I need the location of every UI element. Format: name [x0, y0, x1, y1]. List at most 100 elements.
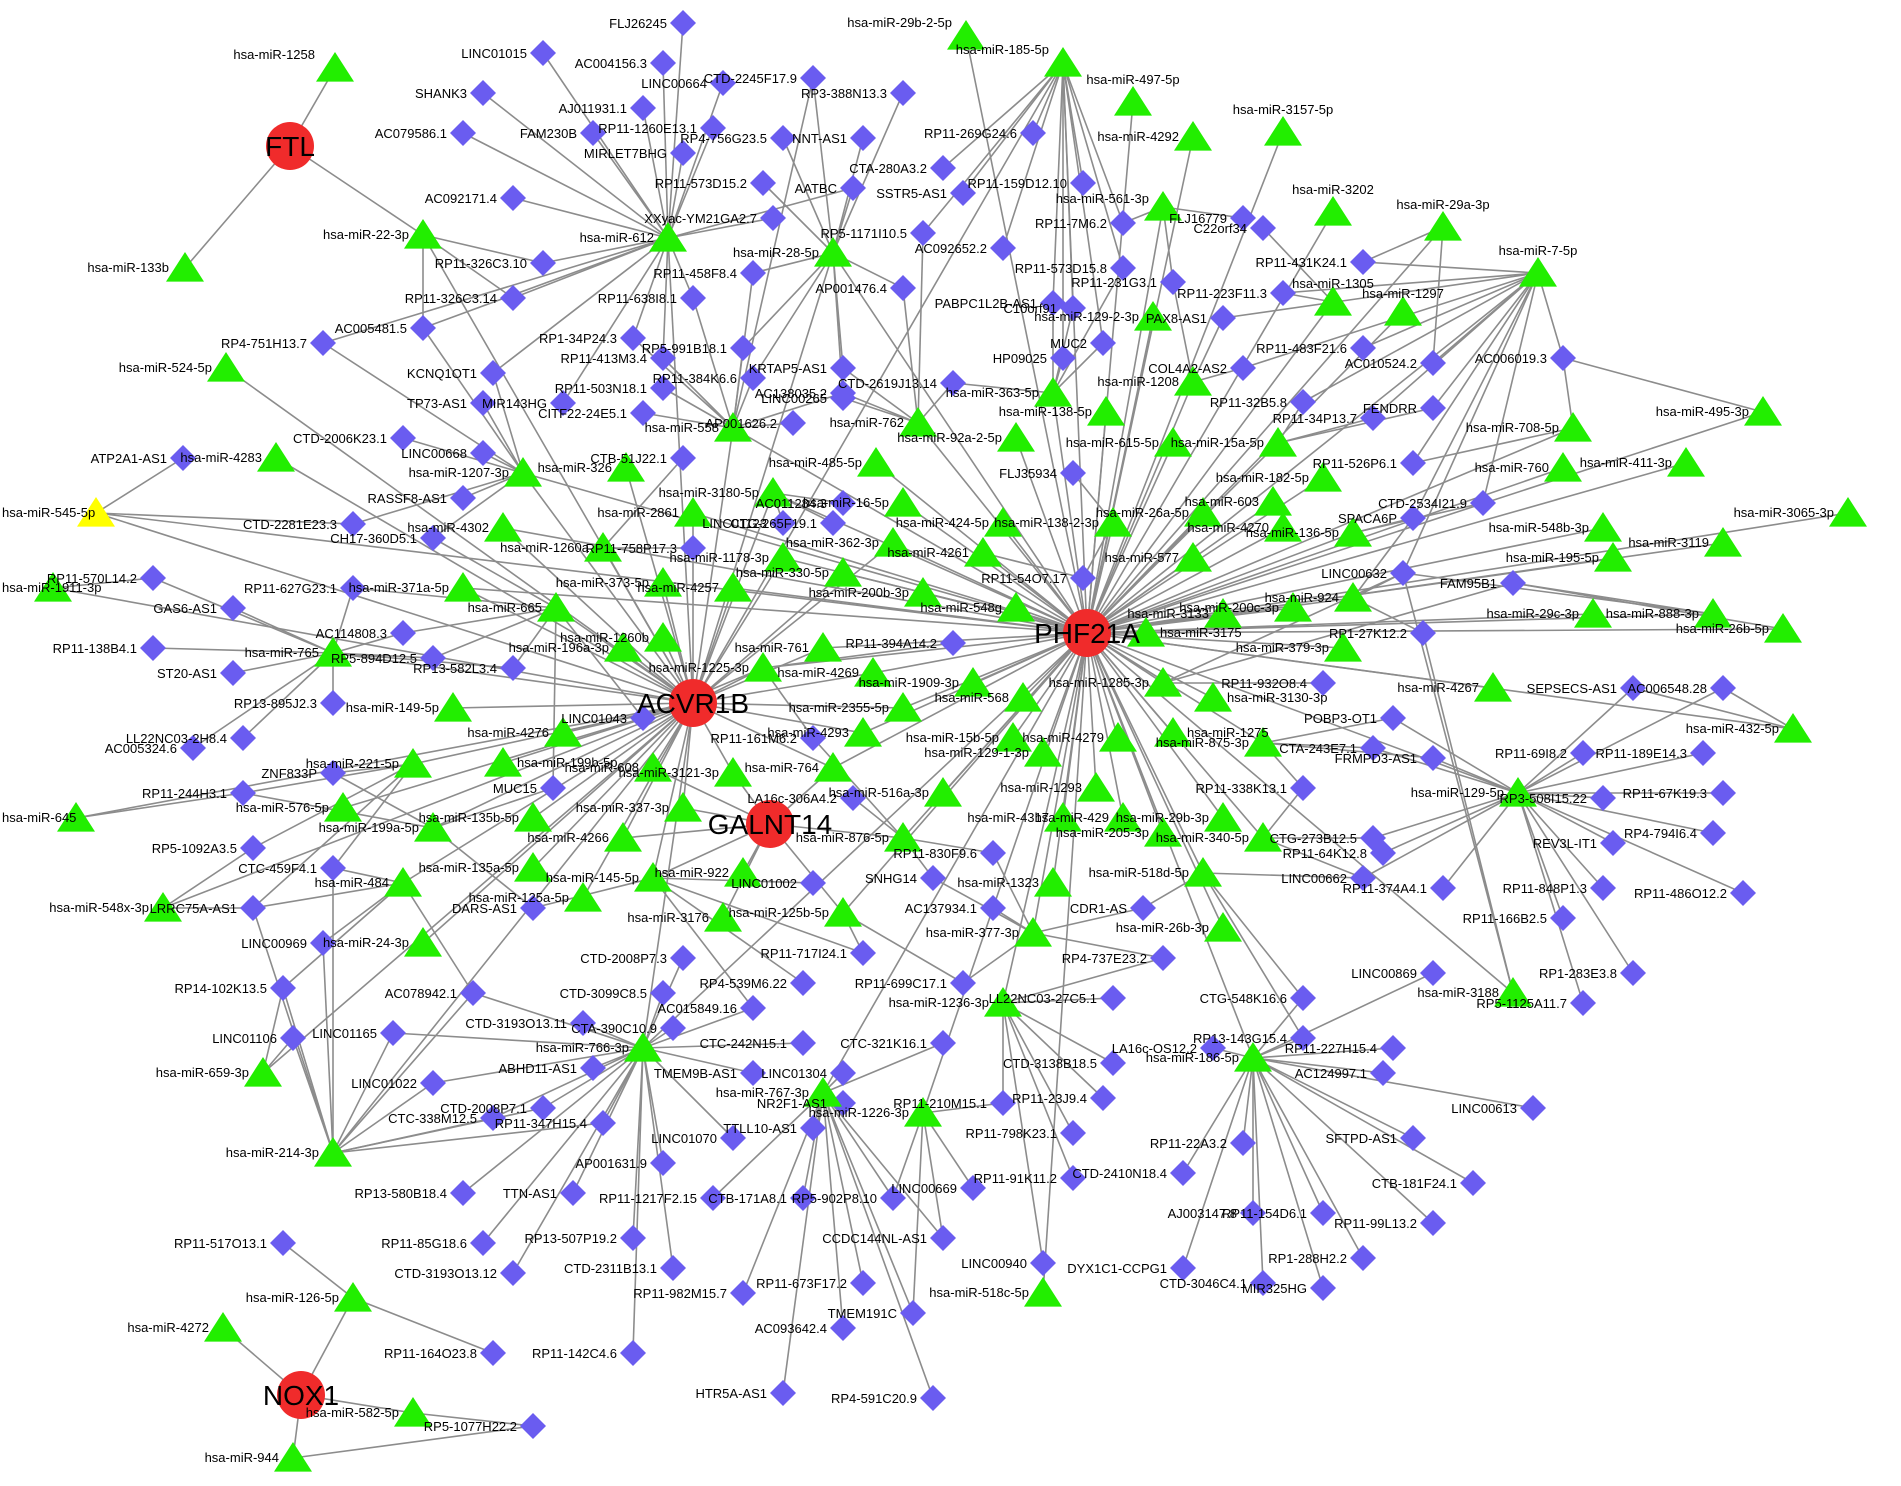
lncrna-node-ac006019-3[interactable]	[1550, 345, 1576, 371]
mirna-node-hsa-mir-1275[interactable]	[1154, 717, 1192, 747]
lncrna-node-ttll10-as1[interactable]	[800, 1115, 826, 1141]
mirna-node-hsa-mir-1297[interactable]	[1384, 296, 1422, 326]
lncrna-node-rp11-758p17-3[interactable]	[680, 535, 706, 561]
lncrna-node-linc01123[interactable]	[770, 510, 796, 536]
mirna-node-hsa-mir-337-3p[interactable]	[664, 792, 702, 822]
mirna-node-hsa-mir-326[interactable]	[607, 452, 645, 482]
lncrna-node-sstr5-as1[interactable]	[950, 180, 976, 206]
mirna-node-hsa-mir-3175[interactable]	[1127, 617, 1165, 647]
lncrna-node-ctd-3193o13-11[interactable]	[570, 1010, 596, 1036]
lncrna-node-ll22nc03-27c5-1[interactable]	[1100, 985, 1126, 1011]
lncrna-node-lrrc75a-as1[interactable]	[240, 895, 266, 921]
lncrna-node-rp3-508i15-22[interactable]	[1590, 785, 1616, 811]
lncrna-node-rp1-283e3-8[interactable]	[1620, 960, 1646, 986]
lncrna-node-rp11-210m15-1[interactable]	[990, 1090, 1016, 1116]
lncrna-node-linc01022[interactable]	[420, 1070, 446, 1096]
lncrna-node-rp11-431k24-1[interactable]	[1350, 249, 1376, 275]
mirna-node-hsa-mir-3157-5p[interactable]	[1264, 116, 1302, 146]
mirna-node-hsa-mir-764[interactable]	[814, 752, 852, 782]
lncrna-node-muc2[interactable]	[1090, 330, 1116, 356]
lncrna-node-ctg-548k16-6[interactable]	[1290, 985, 1316, 1011]
lncrna-node-cta-243e7-1[interactable]	[1360, 735, 1386, 761]
lncrna-node-linc00632[interactable]	[1390, 560, 1416, 586]
lncrna-node-rp13-582l3-4[interactable]	[500, 655, 526, 681]
lncrna-node-dyx1c1-ccpg1[interactable]	[1170, 1255, 1196, 1281]
lncrna-node-rp11-142c4-6[interactable]	[620, 1340, 646, 1366]
mirna-node-hsa-mir-765[interactable]	[314, 637, 352, 667]
lncrna-node-rp3-388n13-3[interactable]	[890, 80, 916, 106]
lncrna-node-linc00664[interactable]	[710, 70, 736, 96]
mirna-node-hsa-mir-362-3p[interactable]	[874, 527, 912, 557]
mirna-node-hsa-mir-4270[interactable]	[1264, 512, 1302, 542]
mirna-node-hsa-mir-1258[interactable]	[316, 52, 354, 82]
mirna-node-hsa-mir-92a-2-5p[interactable]	[997, 422, 1035, 452]
lncrna-node-rp5-1092a3-5[interactable]	[240, 835, 266, 861]
mirna-node-hsa-mir-129-5p[interactable]	[1499, 777, 1537, 807]
lncrna-node-rp11-231g3-1[interactable]	[1160, 269, 1186, 295]
mirna-node-hsa-mir-15b-5p[interactable]	[994, 722, 1032, 752]
lncrna-node-linc00940[interactable]	[1030, 1250, 1056, 1276]
lncrna-node-rp5-991b18-1[interactable]	[730, 335, 756, 361]
lncrna-node-rp4-794i6-4[interactable]	[1700, 820, 1726, 846]
lncrna-node-ac092171-4[interactable]	[500, 185, 526, 211]
gene-node-nox1[interactable]	[277, 1371, 325, 1419]
lncrna-node-shank3[interactable]	[470, 80, 496, 106]
lncrna-node-c10orf91[interactable]	[1060, 295, 1086, 321]
mirna-node-hsa-mir-3188[interactable]	[1494, 977, 1532, 1007]
mirna-node-hsa-mir-377-3p[interactable]	[1014, 917, 1052, 947]
lncrna-node-rp11-32b5-8[interactable]	[1290, 389, 1316, 415]
mirna-node-hsa-mir-29b-2-5p[interactable]	[947, 20, 985, 50]
lncrna-node-pax8-as1[interactable]	[1210, 305, 1236, 331]
mirna-node-hsa-mir-612[interactable]	[649, 222, 687, 252]
lncrna-node-rp11-64k12-8[interactable]	[1370, 840, 1396, 866]
lncrna-node-ctd-2008p7-1[interactable]	[530, 1095, 556, 1121]
mirna-node-hsa-mir-199b-5p[interactable]	[484, 747, 522, 777]
lncrna-node-rp11-486o12-2[interactable]	[1730, 880, 1756, 906]
mirna-node-hsa-mir-138-5p[interactable]	[1087, 396, 1125, 426]
lncrna-node-ctb-51j22-1[interactable]	[670, 445, 696, 471]
lncrna-node-nnt-as1[interactable]	[850, 125, 876, 151]
lncrna-node-rp11-570l14-2[interactable]	[140, 565, 166, 591]
mirna-node-hsa-mir-379-3p[interactable]	[1324, 632, 1362, 662]
lncrna-node-rp11-326c3-10[interactable]	[530, 250, 556, 276]
mirna-node-hsa-mir-195-5p[interactable]	[1594, 542, 1632, 572]
lncrna-node-rev3l-it1[interactable]	[1600, 830, 1626, 856]
mirna-node-hsa-mir-1293[interactable]	[1077, 772, 1115, 802]
mirna-node-hsa-mir-1260a[interactable]	[584, 532, 622, 562]
mirna-node-hsa-mir-4293[interactable]	[844, 717, 882, 747]
lncrna-node-ctd-2006k23-1[interactable]	[390, 425, 416, 451]
lncrna-node-mir325hg[interactable]	[1310, 1275, 1336, 1301]
lncrna-node-fendrr[interactable]	[1420, 395, 1446, 421]
mirna-node-hsa-mir-659-3p[interactable]	[244, 1057, 282, 1087]
lncrna-node-la16c-306a4-2[interactable]	[840, 785, 866, 811]
lncrna-node-rp11-161m6-2[interactable]	[800, 725, 826, 751]
mirna-node-hsa-mir-28-5p[interactable]	[814, 237, 852, 267]
lncrna-node-rp11-244h3-1[interactable]	[230, 780, 256, 806]
lncrna-node-rp11-85g18-6[interactable]	[470, 1230, 496, 1256]
mirna-node-hsa-mir-4292[interactable]	[1174, 121, 1212, 151]
mirna-node-hsa-mir-22-3p[interactable]	[404, 219, 442, 249]
mirna-node-hsa-mir-766-3p[interactable]	[624, 1032, 662, 1062]
mirna-node-hsa-mir-196a-3p[interactable]	[604, 632, 642, 662]
lncrna-node-rp11-627g23-1[interactable]	[340, 575, 366, 601]
mirna-node-hsa-mir-518d-5p[interactable]	[1184, 857, 1222, 887]
mirna-node-hsa-mir-411-3p[interactable]	[1667, 447, 1705, 477]
mirna-node-hsa-mir-1236-3p[interactable]	[984, 987, 1022, 1017]
lncrna-node-rp13-580b18-4[interactable]	[450, 1180, 476, 1206]
mirna-node-hsa-mir-576-5p[interactable]	[324, 792, 362, 822]
mirna-node-hsa-mir-582-5p[interactable]	[394, 1397, 432, 1427]
mirna-node-hsa-mir-761[interactable]	[804, 632, 842, 662]
mirna-node-hsa-mir-4261[interactable]	[964, 537, 1002, 567]
lncrna-node-rp1-34p24-3[interactable]	[620, 325, 646, 351]
mirna-node-hsa-mir-4269[interactable]	[854, 657, 892, 687]
lncrna-node-gas6-as1[interactable]	[220, 595, 246, 621]
lncrna-node-sftpd-as1[interactable]	[1400, 1125, 1426, 1151]
lncrna-node-mirlet7bhg[interactable]	[670, 140, 696, 166]
lncrna-node-ctd-3046c4-1[interactable]	[1250, 1270, 1276, 1296]
mirna-node-hsa-mir-7-5p[interactable]	[1519, 257, 1557, 287]
mirna-node-hsa-mir-135b-5p[interactable]	[514, 802, 552, 832]
lncrna-node-linc00662[interactable]	[1350, 865, 1376, 891]
lncrna-node-ctc-242n15-1[interactable]	[790, 1030, 816, 1056]
lncrna-node-rp11-223f11-3[interactable]	[1270, 280, 1296, 306]
mirna-node-hsa-mir-186-5p[interactable]	[1234, 1042, 1272, 1072]
